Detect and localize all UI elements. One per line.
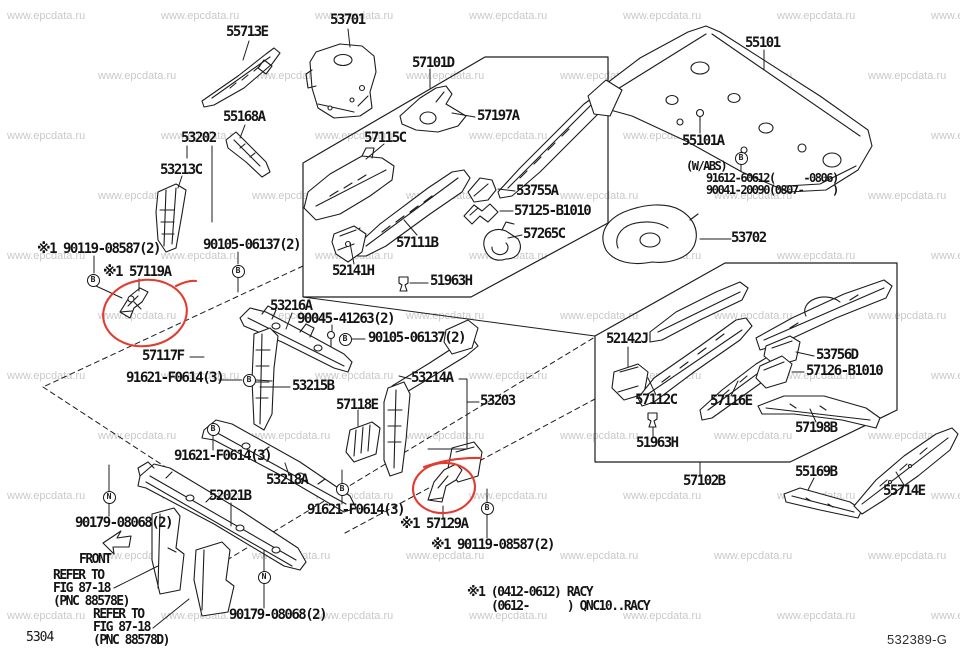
watermark: www.epcdata.ru — [560, 190, 639, 202]
assembly-box-57102b — [594, 262, 898, 463]
watermark: www.epcdata.ru — [777, 10, 856, 22]
clip-icon-51963h-right — [647, 412, 658, 428]
watermark: www.epcdata.ru — [931, 610, 960, 622]
part-sketch-front-side-member-upper — [497, 93, 607, 199]
watermark: www.epcdata.ru — [560, 310, 639, 322]
part-sketch-55169b — [783, 487, 863, 519]
part-sketch-52021b — [137, 461, 307, 571]
watermark: www.epcdata.ru — [714, 190, 793, 202]
watermark: www.epcdata.ru — [469, 370, 548, 382]
part-sketch-53218a — [201, 419, 357, 513]
watermark: www.epcdata.ru — [931, 130, 960, 142]
red-circle-57129a — [412, 456, 483, 515]
watermark: www.epcdata.ru — [252, 430, 331, 442]
watermark: www.epcdata.ru — [161, 250, 240, 262]
part-sketch-apron-rail-inner — [649, 281, 749, 343]
watermark: www.epcdata.ru — [868, 550, 947, 562]
red-circle-57119a — [102, 278, 198, 348]
watermark: www.epcdata.ru — [469, 610, 548, 622]
watermark: www.epcdata.ru — [714, 550, 793, 562]
part-sketch-57126-b1010 — [755, 355, 793, 389]
watermark: www.epcdata.ru — [7, 370, 86, 382]
watermark: www.epcdata.ru — [623, 10, 702, 22]
part-sketch-57112c — [637, 317, 753, 407]
watermark: www.epcdata.ru — [931, 490, 960, 502]
watermark: www.epcdata.ru — [623, 610, 702, 622]
fastener-icons — [127, 108, 705, 428]
watermark: www.epcdata.ru — [98, 310, 177, 322]
part-sketch-53213c — [155, 183, 187, 253]
watermark: www.epcdata.ru — [560, 550, 639, 562]
bolt-icon-90045 — [326, 330, 336, 347]
bolt-icon-55101a — [695, 108, 705, 122]
clip-icon-51963h-left — [398, 276, 409, 292]
part-sketches — [119, 25, 959, 617]
part-sketch-55101 — [587, 25, 873, 193]
part-sketch-57118e — [345, 421, 381, 463]
part-sketch-side-member-rear — [755, 279, 893, 351]
watermark: www.epcdata.ru — [161, 10, 240, 22]
watermark: www.epcdata.ru — [406, 430, 485, 442]
watermark: www.epcdata.ru — [931, 10, 960, 22]
part-sketch-53756d — [763, 335, 801, 367]
watermark: www.epcdata.ru — [406, 70, 485, 82]
watermark: www.epcdata.ru — [714, 310, 793, 322]
watermark: www.epcdata.ru — [931, 250, 960, 262]
part-sketch-57115c — [303, 147, 395, 221]
part-sketch-52141h — [331, 225, 367, 263]
part-sketch-53216a — [239, 305, 353, 373]
watermark: www.epcdata.ru — [469, 130, 548, 142]
part-sketch-53215b — [251, 327, 279, 431]
part-sketch-side-support-a — [151, 507, 185, 595]
part-sketch-side-support-b — [193, 541, 235, 617]
part-sketch-53702 — [602, 204, 699, 265]
watermark: www.epcdata.ru — [469, 10, 548, 22]
part-sketch-57111b — [349, 169, 471, 257]
watermark: www.epcdata.ru — [868, 430, 947, 442]
watermark: www.epcdata.ru — [315, 130, 394, 142]
part-sketch-57198b — [757, 395, 881, 429]
watermark: www.epcdata.ru — [7, 10, 86, 22]
watermark: www.epcdata.ru — [777, 610, 856, 622]
watermark: www.epcdata.ru — [469, 490, 548, 502]
watermark: www.epcdata.ru — [714, 430, 793, 442]
leader-lines — [93, 28, 905, 629]
watermark: www.epcdata.ru — [868, 70, 947, 82]
part-sketch-57119a — [119, 287, 149, 319]
watermark: www.epcdata.ru — [931, 370, 960, 382]
watermark: www.epcdata.ru — [868, 190, 947, 202]
bolt-icon-57119a — [127, 295, 142, 310]
watermark: www.epcdata.ru — [7, 490, 86, 502]
front-arrow-icon — [102, 530, 132, 555]
part-sketch-55713e — [201, 47, 281, 108]
part-sketch-55714e — [853, 427, 959, 515]
watermark: www.epcdata.ru — [868, 310, 947, 322]
watermark: www.epcdata.ru — [7, 130, 86, 142]
watermark: www.epcdata.ru — [406, 550, 485, 562]
watermark: www.epcdata.ru — [315, 10, 394, 22]
watermark: www.epcdata.ru — [623, 490, 702, 502]
watermark: www.epcdata.ru — [7, 610, 86, 622]
red-annotations — [102, 278, 483, 515]
part-sketch-57129a — [427, 463, 463, 503]
watermark: www.epcdata.ru — [560, 430, 639, 442]
watermark: www.epcdata.ru — [777, 250, 856, 262]
part-sketch-57197a — [399, 85, 467, 133]
watermark: www.epcdata.ru — [315, 370, 394, 382]
watermark: www.epcdata.ru — [315, 610, 394, 622]
watermark: www.epcdata.ru — [98, 190, 177, 202]
watermark: www.epcdata.ru — [777, 370, 856, 382]
watermark: www.epcdata.ru — [7, 250, 86, 262]
watermark: www.epcdata.ru — [161, 130, 240, 142]
part-sketch-57125-b1010 — [463, 203, 499, 225]
part-sketch-53701 — [305, 43, 377, 119]
part-sketch-57265c — [483, 221, 521, 261]
watermark: www.epcdata.ru — [98, 430, 177, 442]
watermark: www.epcdata.ru — [98, 70, 177, 82]
box-link-line — [302, 296, 596, 337]
part-sketch-55168a — [225, 131, 271, 178]
part-sketch-53755a — [467, 177, 497, 203]
watermark: www.epcdata.ru — [161, 370, 240, 382]
